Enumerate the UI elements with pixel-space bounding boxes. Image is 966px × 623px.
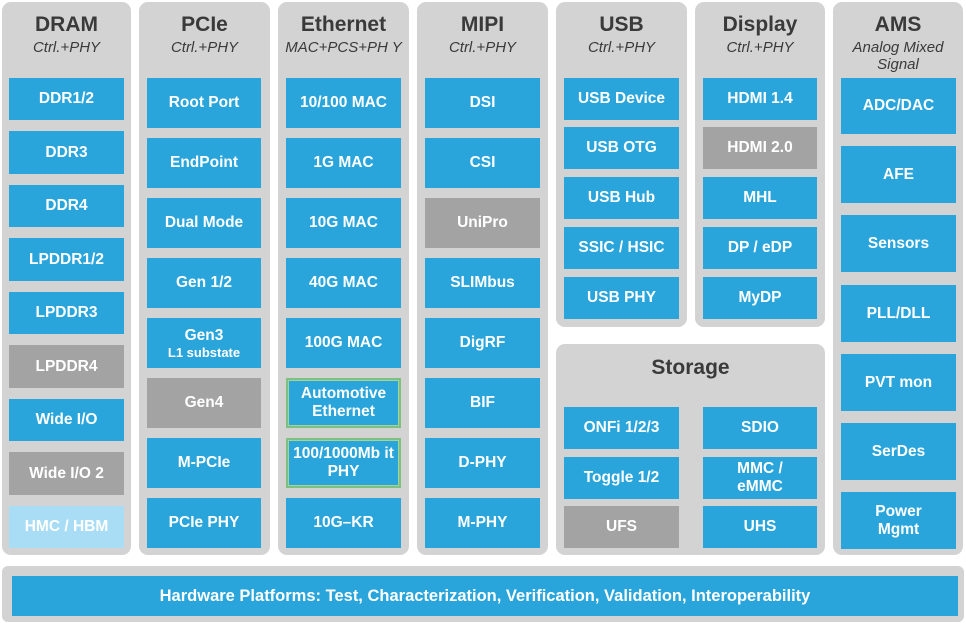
dram-item-ddr12: DDR1/2 [9, 78, 124, 120]
display-item-hdmi-14: HDMI 1.4 [703, 78, 817, 120]
usb-subtitle: Ctrl.+PHY [587, 39, 656, 56]
pcie-item-endpoint: EndPoint [147, 138, 261, 188]
mipi-item-bif: BIF [425, 378, 540, 428]
ethernet-item-100-1000-phy: 100/1000Mb it PHY [286, 438, 401, 488]
ams-item-afe: AFE [841, 146, 956, 203]
mipi-item-csi: CSI [425, 138, 540, 188]
ams-panel: AMS Analog Mixed Signal ADC/DAC AFE Sens… [833, 2, 963, 555]
mipi-item-dsi: DSI [425, 78, 540, 128]
dram-title: DRAM [35, 13, 98, 36]
storage-item-uhs: UHS [703, 506, 817, 548]
storage-title: Storage [651, 356, 730, 379]
ethernet-panel: Ethernet MAC+PCS+PH Y 10/100 MAC 1G MAC … [278, 2, 409, 555]
pcie-gen3-label: Gen3 [184, 326, 224, 344]
ams-title: AMS [874, 13, 922, 36]
storage-item-ufs: UFS [564, 506, 679, 548]
pcie-panel: PCIe Ctrl.+PHY Root Port EndPoint Dual M… [139, 2, 270, 555]
display-title: Display [722, 13, 798, 36]
ams-item-pvt-mon: PVT mon [841, 354, 956, 411]
usb-title: USB [599, 13, 644, 36]
mipi-item-m-phy: M-PHY [425, 498, 540, 548]
display-panel: Display Ctrl.+PHY HDMI 1.4 HDMI 2.0 MHL … [695, 2, 825, 327]
pcie-item-gen4: Gen4 [147, 378, 261, 428]
ethernet-item-40g-mac: 40G MAC [286, 258, 401, 308]
pcie-item-root-port: Root Port [147, 78, 261, 128]
pcie-gen3-sublabel: L1 substate [167, 344, 241, 360]
pcie-item-dual-mode: Dual Mode [147, 198, 261, 248]
storage-panel: Storage ONFi 1/2/3 SDIO Toggle 1/2 MMC /… [556, 344, 825, 555]
mipi-item-unipro: UniPro [425, 198, 540, 248]
storage-item-mmc-emmc: MMC / eMMC [703, 457, 817, 499]
usb-item-otg: USB OTG [564, 127, 679, 169]
dram-item-lpddr4: LPDDR4 [9, 345, 124, 388]
pcie-item-gen12: Gen 1/2 [147, 258, 261, 308]
mipi-title: MIPI [460, 13, 505, 36]
ams-item-power-mgmt: Power Mgmt [841, 492, 956, 549]
usb-item-phy: USB PHY [564, 277, 679, 319]
display-item-mhl: MHL [703, 177, 817, 219]
display-item-hdmi-20: HDMI 2.0 [703, 127, 817, 169]
display-subtitle: Ctrl.+PHY [726, 39, 794, 56]
ethernet-item-100g-mac: 100G MAC [286, 318, 401, 368]
display-item-dp-edp: DP / eDP [703, 227, 817, 269]
mipi-item-d-phy: D-PHY [425, 438, 540, 488]
mipi-item-slimbus: SLIMbus [425, 258, 540, 308]
dram-item-ddr3: DDR3 [9, 131, 124, 174]
pcie-item-m-pcie: M-PCIe [147, 438, 261, 488]
pcie-item-gen3: Gen3 L1 substate [147, 318, 261, 368]
mipi-item-digrf: DigRF [425, 318, 540, 368]
dram-item-hmc-hbm: HMC / HBM [9, 506, 124, 548]
pcie-title: PCIe [181, 13, 228, 36]
mipi-subtitle: Ctrl.+PHY [448, 39, 517, 56]
usb-item-device: USB Device [564, 78, 679, 120]
dram-panel: DRAM Ctrl.+PHY DDR1/2 DDR3 DDR4 LPDDR1/2… [2, 2, 131, 555]
usb-panel: USB Ctrl.+PHY USB Device USB OTG USB Hub… [556, 2, 687, 327]
ethernet-item-10-100-mac: 10/100 MAC [286, 78, 401, 128]
usb-item-hub: USB Hub [564, 177, 679, 219]
storage-item-sdio: SDIO [703, 407, 817, 449]
pcie-subtitle: Ctrl.+PHY [170, 39, 239, 56]
ethernet-item-automotive: Automotive Ethernet [286, 378, 401, 428]
ethernet-title: Ethernet [300, 13, 387, 36]
ethernet-item-1g-mac: 1G MAC [286, 138, 401, 188]
dram-item-lpddr12: LPDDR1/2 [9, 238, 124, 281]
ams-subtitle: Analog Mixed Signal [852, 39, 944, 73]
ethernet-item-10g-kr: 10G–KR [286, 498, 401, 548]
usb-item-ssic-hsic: SSIC / HSIC [564, 227, 679, 269]
display-item-mydp: MyDP [703, 277, 817, 319]
pcie-item-pcie-phy: PCIe PHY [147, 498, 261, 548]
mipi-panel: MIPI Ctrl.+PHY DSI CSI UniPro SLIMbus Di… [417, 2, 548, 555]
ams-item-sensors: Sensors [841, 215, 956, 272]
dram-subtitle: Ctrl.+PHY [32, 39, 101, 56]
storage-item-toggle: Toggle 1/2 [564, 457, 679, 499]
storage-item-onfi: ONFi 1/2/3 [564, 407, 679, 449]
dram-item-ddr4: DDR4 [9, 185, 124, 227]
ethernet-item-10g-mac: 10G MAC [286, 198, 401, 248]
dram-item-wide-io-2: Wide I/O 2 [9, 452, 124, 495]
ams-item-pll-dll: PLL/DLL [841, 285, 956, 342]
dram-item-lpddr3: LPDDR3 [9, 292, 124, 334]
ams-item-adc-dac: ADC/DAC [841, 78, 956, 134]
hardware-platforms-bar: Hardware Platforms: Test, Characterizati… [12, 576, 958, 616]
ams-item-serdes: SerDes [841, 423, 956, 480]
ethernet-subtitle: MAC+PCS+PH Y [285, 39, 402, 56]
dram-item-wide-io: Wide I/O [9, 399, 124, 441]
